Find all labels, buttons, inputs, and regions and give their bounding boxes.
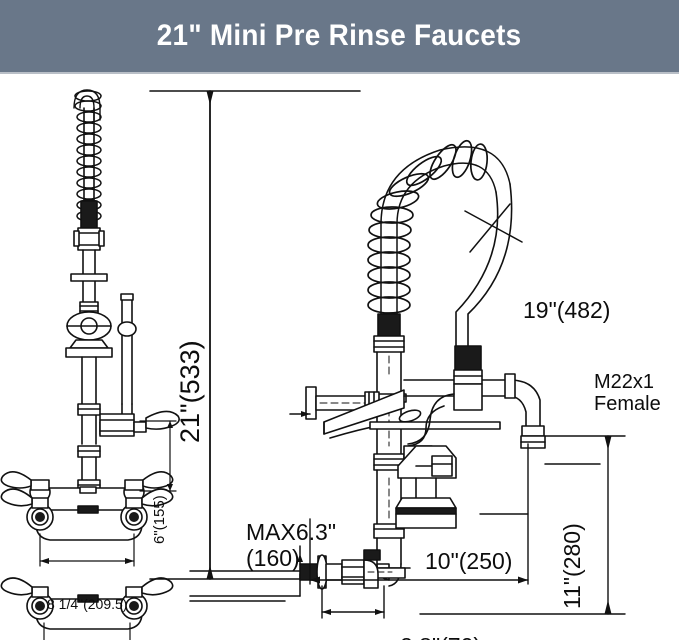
technical-drawing: 21"(533) 19"(482) M22x1 Female MAX6.3" (… [0,74,679,640]
pre-rinse-assembly-main-view [289,139,546,590]
dimension-label-spray-connection: M22x1 Female [594,371,661,416]
page-header: 21" Mini Pre Rinse Faucets [0,0,679,72]
page-title: 21" Mini Pre Rinse Faucets [157,19,522,52]
mini-faucet-side-view-small [65,89,137,405]
dim-spread-7-3-4 [43,622,131,640]
dimension-label-inlet-offset: 2.8"(70) [400,633,481,640]
wall-bracket-max-inch: MAX6.3" [246,519,336,545]
wall-bracket-max-mm: (160) [246,544,300,571]
spray-head [395,369,483,529]
dimension-label-center-spread-a: 8 1/4"(209.5) [47,596,128,612]
dimension-label-spout-height: 11"(280) [559,523,585,609]
dimension-label-hose-length: 19"(482) [523,297,611,323]
spray-connection-line2: Female [594,393,661,416]
dim-inlet-offset-2-8in [321,585,385,619]
header-divider [0,72,679,74]
dimension-label-spout-reach: 10"(250) [425,548,513,574]
dimension-label-overall-height: 21"(533) [175,340,205,443]
dimension-label-wall-bracket-max: MAX6.3" (160) [246,519,336,572]
dim-spread-8-1-4 [39,533,135,567]
dim-spout-reach-10in [309,443,529,585]
drawing-svg [0,89,626,640]
faucet-body-front-view-c [0,577,174,630]
leader-npt-thread [189,545,303,602]
dim-overall-height-21in [149,90,361,580]
spray-connection-line1: M22x1 [594,371,655,393]
add-on-faucet-spout [403,373,546,449]
dim-riser-height-6in [139,420,177,492]
spray-valve-handle [323,389,501,439]
dimension-label-riser-height: 6"(155) [151,495,168,544]
dim-spout-height-11in [419,435,626,615]
faucet-body-front-view-b [0,488,174,541]
leader-hose-length-19in [464,203,523,253]
